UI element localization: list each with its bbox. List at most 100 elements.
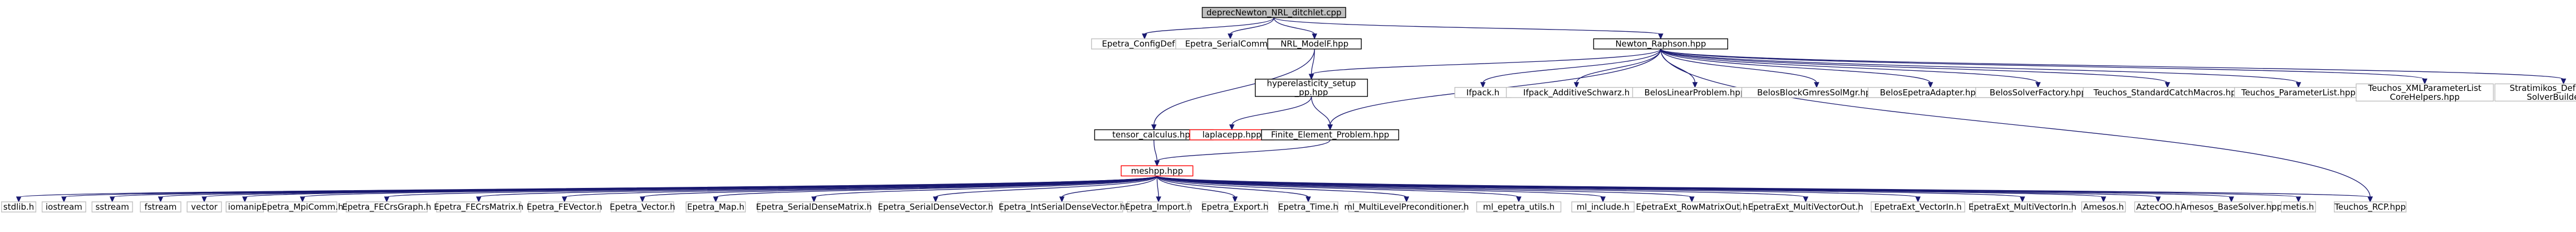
node-meshpp[interactable]: meshpp.hpp [1121, 165, 1194, 177]
node-fep[interactable]: Finite_Element_Problem.hpp [1261, 129, 1400, 141]
dependency-arrowhead [2422, 78, 2428, 85]
dependency-edge [1230, 17, 1274, 35]
dependency-edge [813, 175, 1157, 198]
dependency-edge [1061, 176, 1157, 198]
node-box [1201, 7, 1346, 18]
node-ifpack: Ifpack.h [1454, 87, 1512, 98]
node-extmvout: EpetraExt_MultiVectorOut.h [1748, 201, 1863, 212]
dependency-edge [1660, 49, 1931, 84]
node-laplacepp[interactable]: laplacepp.hpp [1189, 129, 1274, 141]
node-label: CoreHelpers.hpp [2390, 92, 2460, 102]
dependency-edge [1660, 49, 2168, 84]
node-label: Epetra_Import.h [1125, 202, 1193, 212]
node-label: Epetra_Export.h [1201, 202, 1268, 212]
node-extrow: EpetraExt_RowMatrixOut.h [1636, 201, 1748, 212]
dependency-edge [1156, 175, 2371, 198]
node-mlprec: ml_MultiLevelPreconditioner.h [1344, 201, 1469, 212]
node-eexport: Epetra_Export.h [1201, 201, 1268, 212]
node-box [346, 201, 428, 212]
node-newton[interactable]: Newton_Raphson.hpp [1593, 38, 1729, 50]
node-box [1476, 201, 1562, 212]
dependency-arrowhead [1232, 196, 1238, 203]
node-label: Epetra_Time.h [1278, 202, 1338, 212]
node-label: EpetraExt_MultiVectorOut.h [1748, 202, 1863, 212]
dependency-arrowhead [1151, 124, 1157, 130]
node-belp: BelosLinearProblem.hpp [1632, 87, 1758, 98]
dependency-arrowhead [2019, 196, 2025, 203]
dependency-arrowhead [1689, 196, 1695, 203]
node-root[interactable]: deprecNewton_NRL_ditchlet.cpp [1201, 7, 1346, 18]
node-box [140, 201, 181, 212]
node-box [1267, 38, 1362, 50]
dependency-edge [1660, 49, 1817, 83]
node-box [91, 201, 133, 212]
node-extmvin: EpetraExt_MultiVectorIn.h [1969, 201, 2077, 212]
node-box [1000, 201, 1123, 212]
node-label: Epetra_FEVector.h [527, 202, 602, 212]
dependency-arrowhead [1927, 82, 1934, 88]
dependency-arrowhead [2229, 196, 2234, 203]
dependency-edge [1156, 176, 1159, 197]
node-label: sstream [95, 202, 129, 212]
node-label: Ifpack_AdditiveSchwarz.h [1523, 88, 1630, 98]
dependency-arrowhead [1600, 196, 1606, 203]
node-label: Epetra_FECrsMatrix.h [434, 202, 523, 212]
node-label: AztecOO.h [2136, 202, 2180, 212]
node-label: Amesos_BaseSolver.hpp [2181, 202, 2282, 212]
dependency-arrowhead [933, 196, 939, 203]
node-label: Epetra_ConfigDefs.h [1102, 39, 1187, 50]
dependency-arrowhead [384, 196, 390, 203]
node-label: Epetra_MpiComm.h [262, 202, 344, 212]
dependency-arrowhead [713, 196, 719, 203]
node-amesosbase: Amesos_BaseSolver.hpp [2181, 201, 2282, 212]
node-label: Teuchos_RCP.hpp [2334, 202, 2406, 212]
dependency-arrowhead [16, 196, 22, 203]
dependency-arrowhead [1059, 196, 1065, 203]
node-hyper[interactable]: hyperelasticity_setup_pp.hpp [1254, 78, 1368, 98]
dependency-arrowhead [158, 196, 164, 203]
dependency-edge [1153, 139, 1157, 162]
node-box [187, 201, 222, 212]
node-iostream: iostream [41, 201, 86, 212]
node-label: ml_epetra_utils.h [1483, 202, 1555, 212]
node-label: Epetra_SerialDenseMatrix.h [756, 202, 872, 212]
dependency-edge [1153, 49, 1315, 125]
node-label: metis.h [2283, 202, 2314, 212]
node-aztec: AztecOO.h [2134, 201, 2182, 212]
node-amesos: Amesos.h [2081, 201, 2126, 212]
dependency-arrowhead [1658, 33, 1664, 40]
node-label: Finite_Element_Problem.hpp [1271, 130, 1389, 141]
node-label: BelosLinearProblem.hpp [1645, 88, 1746, 98]
node-label: iomanip [228, 202, 262, 212]
dependency-arrowhead [2101, 196, 2107, 203]
node-nrlmodel[interactable]: NRL_ModelF.hpp [1267, 38, 1362, 50]
node-label: _pp.hpp [1294, 87, 1328, 98]
node-box [1261, 129, 1400, 141]
node-box [1571, 201, 1635, 212]
node-isdvector: Epetra_IntSerialDenseVector.h [999, 201, 1125, 212]
node-box [1, 201, 37, 212]
node-fecrsmatrix: Epetra_FECrsMatrix.h [434, 201, 523, 212]
dependency-edge [244, 175, 1157, 198]
node-label: meshpp.hpp [1131, 166, 1183, 176]
node-label: Ifpack.h [1466, 88, 1500, 98]
dependency-edge [1660, 49, 2371, 197]
node-label: BelosEpetraAdapter.hpp [1880, 88, 1981, 98]
node-evector: Epetra_Vector.h [610, 201, 675, 212]
dependency-arrowhead [1915, 196, 1921, 203]
dependency-arrowhead [1229, 124, 1235, 130]
node-iomanip: iomanip [225, 201, 264, 212]
node-box [2334, 201, 2407, 212]
node-label: Stratimikos_DefaultLinear [2510, 83, 2576, 94]
node-box [1254, 79, 1368, 97]
dependency-arrowhead [1803, 196, 1809, 203]
dependency-arrowhead [1516, 196, 1522, 203]
node-box [1348, 201, 1465, 212]
dependency-edge [1156, 175, 1692, 198]
dependency-arrowhead [1156, 196, 1161, 203]
node-fevector: Epetra_FEVector.h [527, 201, 602, 212]
node-label: Epetra_Vector.h [610, 202, 675, 212]
dependency-arrowhead [476, 196, 482, 203]
dependency-edge [1156, 176, 1235, 198]
dependency-edge [715, 175, 1157, 198]
